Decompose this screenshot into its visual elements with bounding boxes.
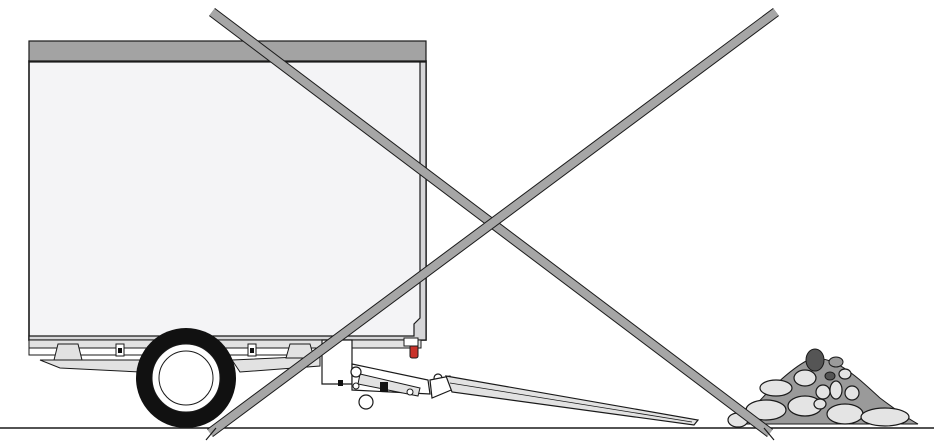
chassis-bracket-inner [118,348,122,353]
stone-mid [824,371,836,381]
valve-block [380,382,388,392]
rubble-pile [727,348,919,428]
rim [151,343,221,413]
platform-edge [449,382,693,423]
support-roller [358,394,374,410]
valve-block [338,380,343,386]
tail-lift-mechanism [321,339,457,410]
cross-bar [207,8,779,437]
stone [813,398,827,410]
cross-tail [763,427,775,441]
pivot-pin [352,382,360,390]
truck-body [28,40,427,341]
trailer-wheel [136,328,236,428]
side-skirt [39,359,141,373]
stone [759,379,793,397]
clamp-light [53,343,83,361]
prohibition-cross [205,7,779,441]
stone [829,380,843,400]
stone [844,385,860,401]
stone [793,369,817,387]
chassis-bracket-inner [250,348,254,353]
truck-body-panel [28,60,427,341]
platform-deck [445,375,700,426]
pivot-pin [406,388,414,396]
lift-platform [445,375,700,426]
pivot-pin [350,366,362,378]
rear-bumper-bracket [403,337,419,347]
stone [838,368,852,380]
stone [815,384,831,400]
stone-dark [805,348,825,372]
stone [860,407,910,427]
cross-tail [205,427,217,441]
stone-mid [828,356,844,368]
hub [158,350,214,406]
truck-roof [28,40,427,63]
lift-cylinder [357,373,421,397]
stone [826,403,864,425]
